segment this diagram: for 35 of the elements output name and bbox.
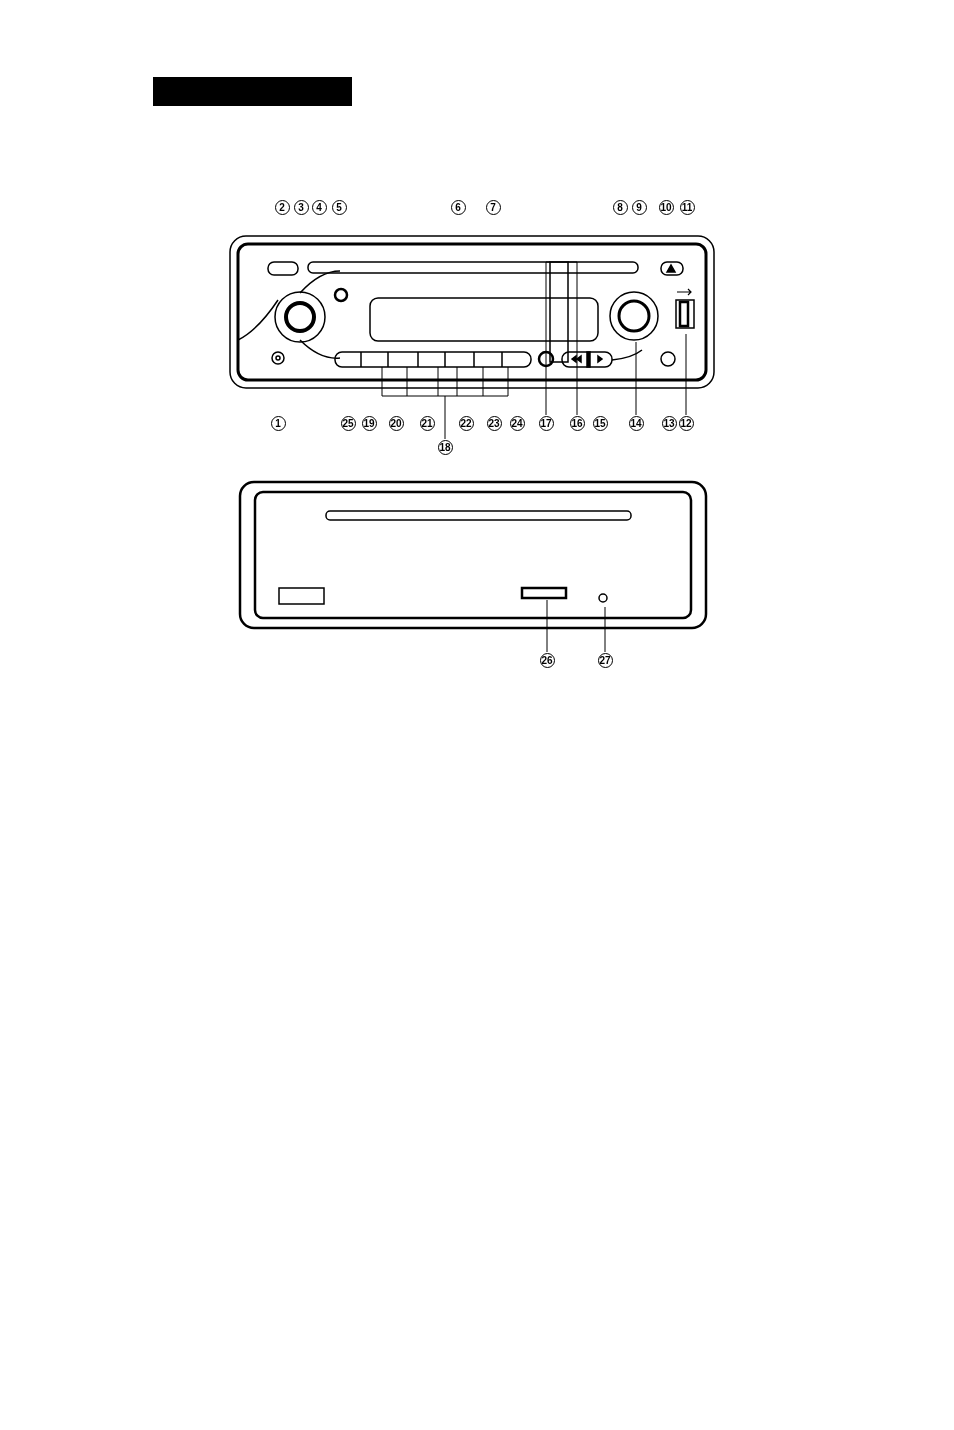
callout-number: 19 [361, 415, 377, 431]
callout-number: 24 [509, 415, 525, 431]
callout-number: 15 [592, 415, 608, 431]
callout-number: 3 [293, 199, 309, 215]
callout-number: 23 [486, 415, 502, 431]
callout-number: 25 [340, 415, 356, 431]
heading-bar [153, 77, 352, 106]
callout-number: 17 [538, 415, 554, 431]
callout-number: 21 [419, 415, 435, 431]
callout-number: 11 [679, 199, 695, 215]
leader-line [685, 333, 687, 416]
callout-number: 27 [597, 652, 613, 668]
callout-number: 13 [661, 415, 677, 431]
callout-number: 26 [539, 652, 555, 668]
leader-line [567, 261, 578, 416]
callout-number: 18 [437, 439, 453, 455]
callout-number: 2 [274, 199, 290, 215]
callout-number: 14 [628, 415, 644, 431]
callout-number: 10 [658, 199, 674, 215]
callout-number: 4 [311, 199, 327, 215]
callout-number: 16 [569, 415, 585, 431]
callout-number: 7 [485, 199, 501, 215]
callout-number: 20 [388, 415, 404, 431]
leader-line [604, 606, 606, 653]
callout-number: 22 [458, 415, 474, 431]
leader-line [546, 599, 548, 653]
leader-line [545, 261, 551, 416]
leader-line [635, 341, 637, 416]
callout-number: 1 [270, 415, 286, 431]
leader-line [381, 366, 509, 440]
callout-number: 5 [331, 199, 347, 215]
callout-number: 9 [631, 199, 647, 215]
callout-number: 8 [612, 199, 628, 215]
callout-number: 6 [450, 199, 466, 215]
callout-number: 12 [678, 415, 694, 431]
